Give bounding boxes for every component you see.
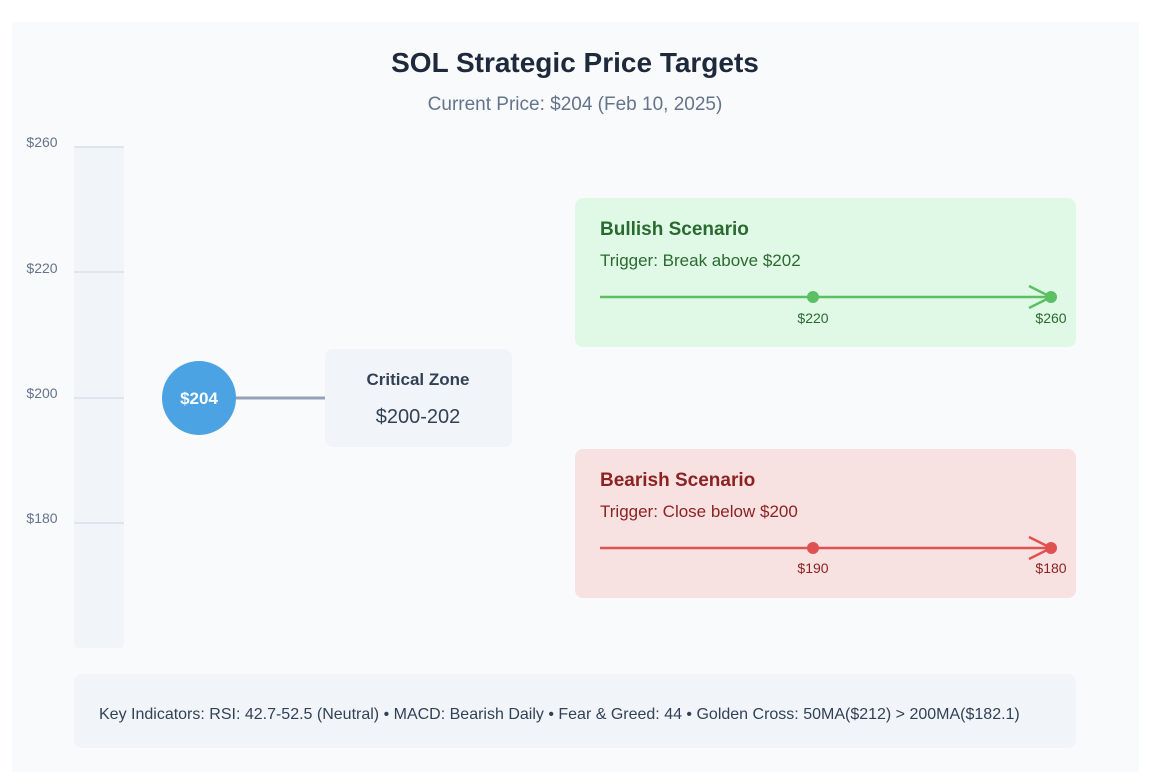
bearish-trigger: Trigger: Close below $200 xyxy=(600,502,798,521)
diagram-subtitle: Current Price: $204 (Feb 10, 2025) xyxy=(428,94,723,115)
critical-zone-bg xyxy=(325,349,512,447)
bearish-target-1-label: $190 xyxy=(797,560,828,576)
bearish-target-2-label: $180 xyxy=(1035,560,1066,576)
key-indicators-panel: Key Indicators: RSI: 42.7-52.5 (Neutral)… xyxy=(74,674,1076,748)
bullish-card-bg xyxy=(575,198,1076,347)
diagram-canvas: SOL Strategic Price Targets Current Pric… xyxy=(12,22,1139,772)
current-price-marker xyxy=(162,361,236,435)
scale-tick-260: $260 xyxy=(26,134,57,150)
bullish-title: Bullish Scenario xyxy=(600,219,749,240)
bullish-target-2-label: $260 xyxy=(1035,310,1066,326)
current-price-label: $204 xyxy=(180,389,218,408)
bearish-card-bg xyxy=(575,449,1076,598)
bearish-title: Bearish Scenario xyxy=(600,470,755,491)
bearish-target-2-point xyxy=(1045,542,1057,554)
price-scale: $260 $220 $200 $180 xyxy=(26,134,124,648)
bullish-trigger: Trigger: Break above $202 xyxy=(600,251,801,270)
scale-tick-200: $200 xyxy=(26,385,57,401)
critical-zone-box: Critical Zone $200-202 xyxy=(325,349,512,447)
diagram-title: SOL Strategic Price Targets xyxy=(391,47,759,78)
price-target-diagram: SOL Strategic Price Targets Current Pric… xyxy=(26,47,1076,748)
scale-tick-180: $180 xyxy=(26,510,57,526)
critical-zone-title: Critical Zone xyxy=(367,370,470,389)
bullish-target-1-point xyxy=(807,291,819,303)
scale-tick-220: $220 xyxy=(26,260,57,276)
bullish-target-2-point xyxy=(1045,291,1057,303)
bullish-target-1-label: $220 xyxy=(797,310,828,326)
bearish-scenario-card: Bearish Scenario Trigger: Close below $2… xyxy=(575,449,1076,598)
critical-zone-range: $200-202 xyxy=(376,406,461,428)
bullish-scenario-card: Bullish Scenario Trigger: Break above $2… xyxy=(575,198,1076,347)
key-indicators-bg xyxy=(74,674,1076,748)
bearish-target-1-point xyxy=(807,542,819,554)
price-scale-bar xyxy=(74,146,124,648)
key-indicators-text: Key Indicators: RSI: 42.7-52.5 (Neutral)… xyxy=(99,706,1020,723)
